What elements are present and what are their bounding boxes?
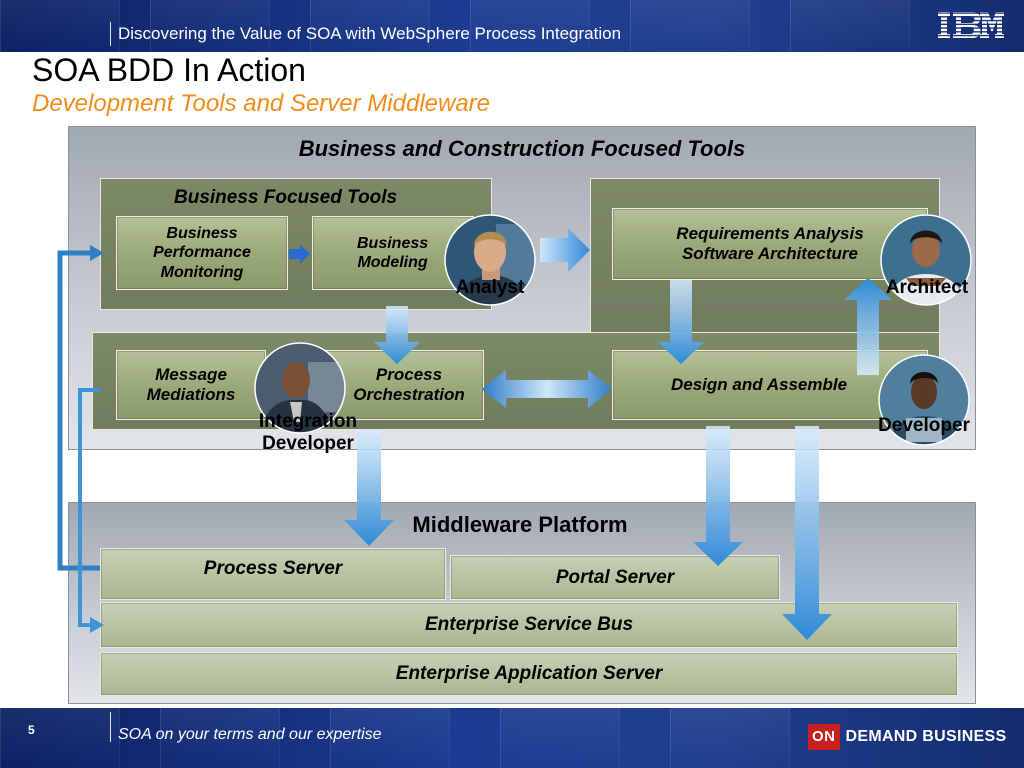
ibm-logo-icon [938,12,1004,38]
process-server-label: Process Server [203,558,343,579]
integration-developer-label: Integration Developer [258,411,358,454]
page-subtitle: Development Tools and Server Middleware [32,90,491,117]
process-server-box: Process Server [100,548,446,600]
bpm-label: Business Performance Monitoring [153,225,251,281]
eas-label: Enterprise Application Server [395,663,663,684]
footer-tagline: SOA on your terms and our expertise [118,726,382,743]
developer-label: Developer [878,415,970,436]
business-tools-title: Business Focused Tools [174,187,398,208]
page-number: 5 [28,723,35,737]
analyst-avatar-icon [444,214,536,306]
header-divider [110,22,111,46]
developer-avatar-icon [878,354,970,446]
footer-divider [110,712,111,742]
esb-label: Enterprise Service Bus [424,614,634,635]
portal-server-label: Portal Server [555,566,675,588]
demand-business-text: DEMAND BUSINESS [845,728,1007,745]
requirements-label: Requirements Analysis Software Architect… [676,223,864,263]
bpm-box: Business Performance Monitoring [116,216,288,290]
deck-title: Discovering the Value of SOA with WebSph… [118,24,622,43]
design-assemble-label: Design and Assemble [671,374,848,394]
architect-avatar-icon [880,214,972,306]
requirements-box: Requirements Analysis Software Architect… [612,208,928,280]
message-mediations-box: Message Mediations [116,350,266,420]
eas-box: Enterprise Application Server [100,652,958,696]
on-badge: ON [808,724,840,750]
tools-panel-title: Business and Construction Focused Tools [298,136,746,161]
process-orchestration-label: Process Orchestration [353,364,465,404]
integration-developer-avatar-icon [254,342,346,434]
architect-label: Architect [885,277,969,298]
message-mediations-label: Message Mediations [146,364,236,404]
on-demand-business-logo: ON DEMAND BUSINESS [808,722,1006,752]
header-band [0,0,1024,52]
analyst-label: Analyst [455,277,525,298]
middleware-title: Middleware Platform [412,512,628,537]
portal-server-box: Portal Server [450,555,780,600]
esb-box: Enterprise Service Bus [100,602,958,648]
business-modeling-label: Business Modeling [357,234,429,271]
page-title: SOA BDD In Action [32,52,306,88]
footer-band [0,708,1024,768]
